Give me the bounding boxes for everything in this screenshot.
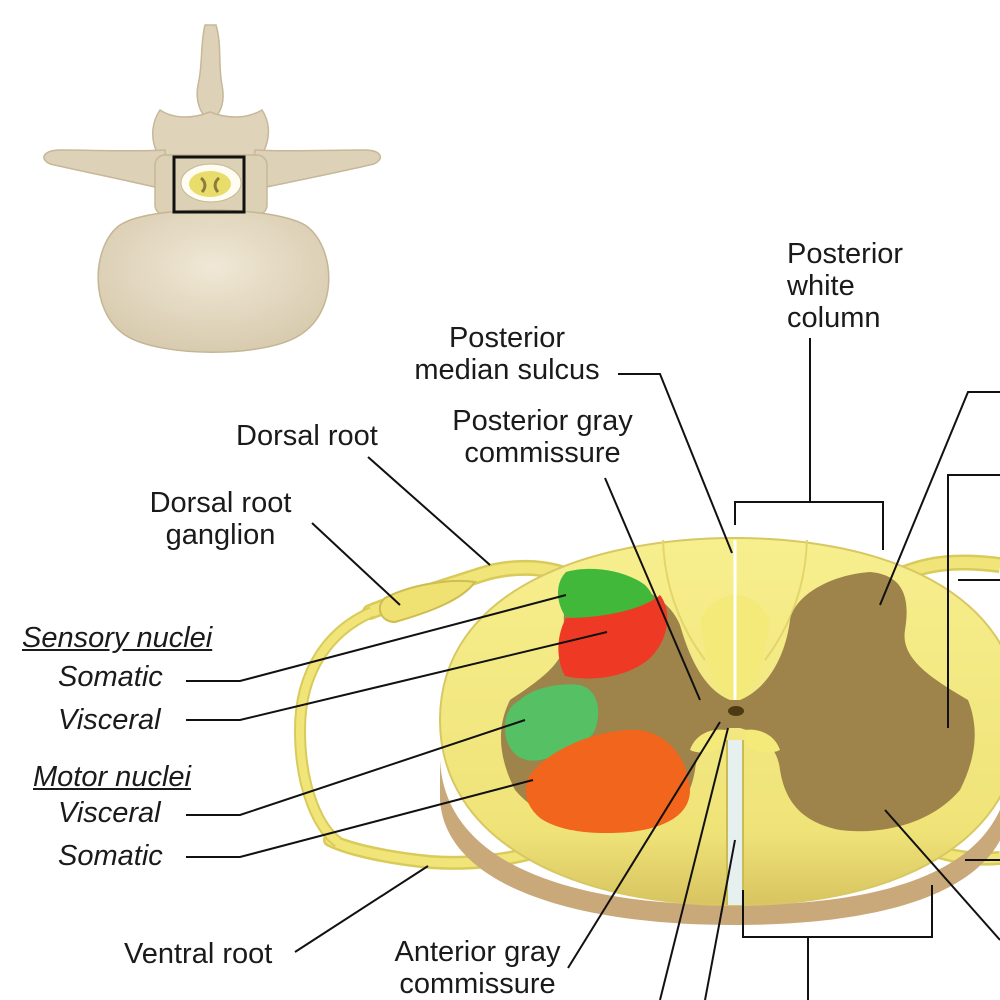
label-anterior-gray-commissure: Anterior gray commissure (394, 936, 561, 1000)
dorsal-root-ganglion (378, 579, 477, 624)
leader-sensory-visceral (186, 631, 608, 721)
label-motor-somatic: Somatic (58, 840, 163, 872)
sensory-visceral-nucleus (558, 595, 668, 679)
gray-matter-right (740, 572, 975, 832)
mini-spinal-cord (189, 171, 231, 197)
vertebra-arch (152, 108, 270, 161)
spinal-cord-cross-section (438, 536, 1000, 925)
leader-dorsal-root-ganglion (311, 522, 401, 606)
vertebra-spinous-process (196, 24, 224, 121)
leader-posterior-median-sulcus (618, 373, 733, 554)
leader-motor-somatic (186, 779, 534, 858)
label-motor-visceral: Visceral (58, 797, 161, 829)
label-sensory-visceral: Visceral (58, 704, 161, 736)
label-dorsal-root-ganglion: Dorsal root ganglion (149, 487, 292, 551)
leader-ventral-root (294, 865, 429, 953)
leader-dorsal-root (367, 456, 491, 566)
vertebra-right-transverse-process (251, 149, 382, 191)
label-sensory-nuclei: Sensory nuclei (22, 622, 213, 654)
leader-motor-visceral (186, 719, 526, 816)
vertebra-illustration (43, 24, 382, 353)
anterior-median-fissure (727, 740, 743, 905)
label-posterior-gray-commissure: Posterior gray commissure (452, 405, 633, 469)
vertebra-body (97, 209, 330, 353)
label-posterior-median-sulcus: Posterior median sulcus (414, 322, 600, 386)
sensory-somatic-nucleus (557, 568, 655, 621)
motor-visceral-nucleus (505, 684, 599, 761)
vertebra-left-transverse-process (43, 149, 169, 191)
posterior-white-column-bracket (734, 501, 884, 550)
central-canal (728, 706, 744, 716)
leader-lines (186, 338, 1000, 1000)
leader-posterior-gray-commissure (604, 477, 701, 701)
label-motor-nuclei: Motor nuclei (33, 761, 191, 793)
leader-anterior-gray-commissure (567, 721, 721, 969)
leader-sensory-somatic (186, 594, 567, 682)
label-sensory-somatic: Somatic (58, 661, 163, 693)
label-ventral-root: Ventral root (124, 938, 273, 970)
label-posterior-white-column: Posterior white column (787, 238, 904, 334)
label-dorsal-root: Dorsal root (236, 420, 378, 452)
motor-somatic-nucleus (525, 729, 690, 834)
zoom-highlight-box (172, 155, 246, 214)
nerve-roots (293, 554, 1000, 870)
